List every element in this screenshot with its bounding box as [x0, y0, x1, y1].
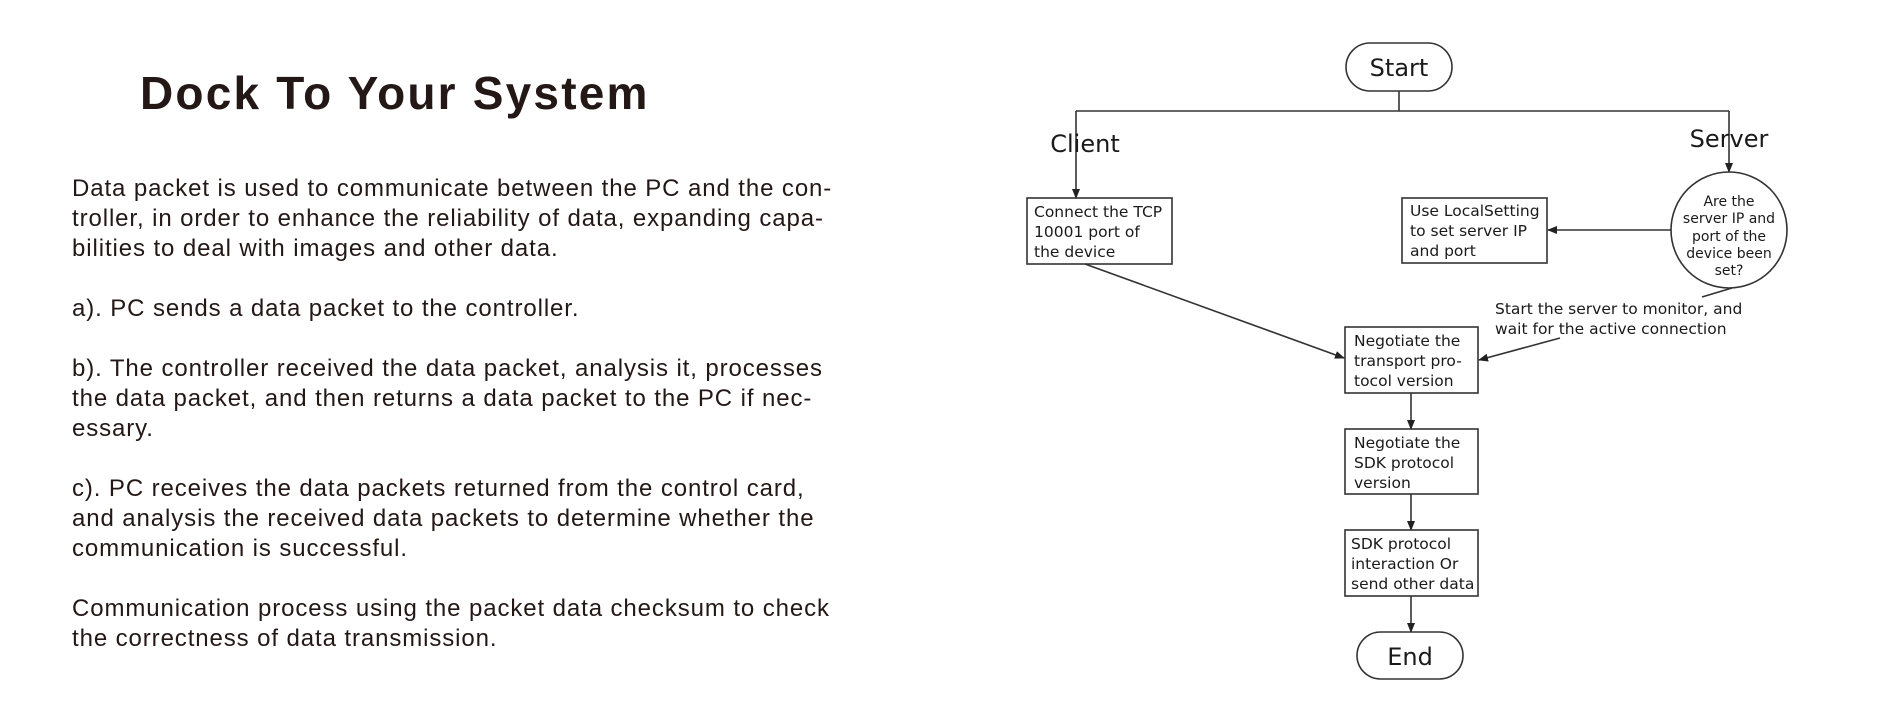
transport-box — [1344, 326, 1479, 394]
transport-line-2: transport pro- — [1354, 352, 1462, 370]
sdk-version-line-1: Negotiate the — [1354, 434, 1460, 452]
transport-line-1: Negotiate the — [1354, 332, 1460, 350]
client-label: Client — [1050, 130, 1119, 158]
local-setting-line-2: to set server IP — [1410, 222, 1527, 240]
interaction-box — [1344, 529, 1479, 597]
decision-note-leader — [1701, 287, 1733, 298]
server-to-transport-arrow — [1478, 337, 1561, 362]
decision-line-1: Are the — [1703, 194, 1754, 210]
sdk-version-box — [1344, 428, 1479, 495]
server-note-line-2: wait for the active connection — [1495, 320, 1727, 338]
client-to-transport-arrow — [1084, 263, 1345, 359]
local-setting-box — [1401, 197, 1548, 264]
server-note-line-1: Start the server to monitor, and — [1495, 300, 1742, 318]
transport-line-3: tocol version — [1354, 372, 1454, 390]
end-node — [1356, 631, 1464, 680]
decision-line-4: device been — [1686, 246, 1771, 262]
interaction-line-2: interaction Or — [1351, 555, 1459, 573]
decision-line-2: server IP and — [1683, 211, 1775, 227]
server-label: Server — [1690, 125, 1769, 153]
decision-line-5: set? — [1715, 263, 1744, 279]
step-b-paragraph: b). The controller received the data pac… — [72, 355, 823, 442]
client-step-box — [1026, 197, 1173, 265]
description-text: Data packet is used to communicate betwe… — [72, 174, 912, 684]
client-step-line-1: Connect the TCP — [1034, 203, 1162, 221]
sdk-version-line-3: version — [1354, 474, 1411, 492]
end-label: End — [1387, 643, 1433, 671]
step-a-paragraph: a). PC sends a data packet to the contro… — [72, 295, 580, 322]
decision-line-3: port of the — [1692, 229, 1766, 245]
client-step-line-2: 10001 port of — [1034, 223, 1140, 241]
page-title: Dock To Your System — [140, 67, 650, 119]
local-setting-line-1: Use LocalSetting — [1410, 202, 1540, 220]
checksum-paragraph: Communication process using the packet d… — [72, 595, 830, 652]
intro-paragraph: Data packet is used to communicate betwe… — [72, 175, 833, 262]
local-setting-line-3: and port — [1410, 242, 1476, 260]
client-step-line-3: the device — [1034, 243, 1115, 261]
sdk-version-line-2: SDK protocol — [1354, 454, 1454, 472]
step-c-paragraph: c). PC receives the data packets returne… — [72, 475, 815, 562]
interaction-line-1: SDK protocol — [1351, 535, 1451, 553]
interaction-line-3: send other data — [1351, 575, 1474, 593]
start-label: Start — [1370, 54, 1429, 82]
